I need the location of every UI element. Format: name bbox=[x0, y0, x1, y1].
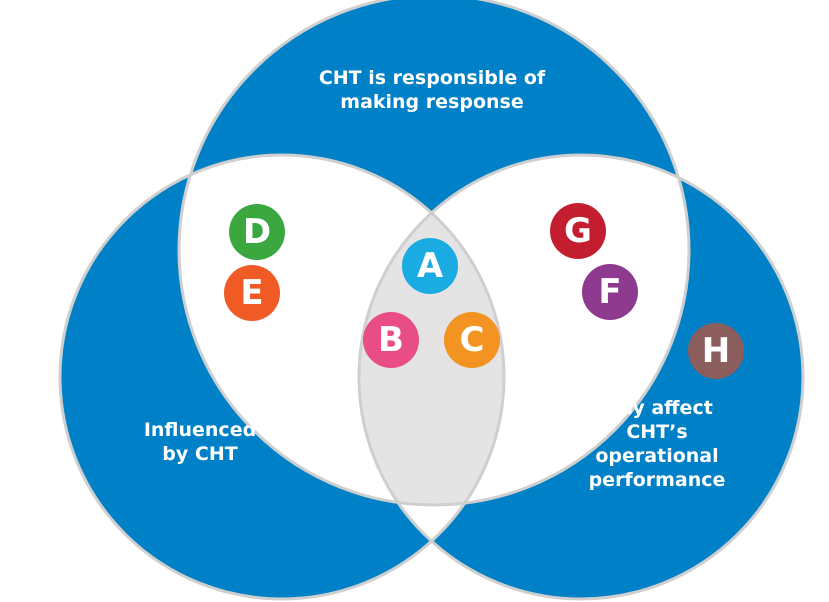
set-label-right-line-3: operational bbox=[595, 445, 719, 467]
set-label-right-line-4: performance bbox=[588, 469, 726, 491]
set-label-right-line-2: CHT’s bbox=[626, 421, 688, 443]
set-label-top: CHT is responsible of making response bbox=[282, 66, 582, 114]
set-label-right-line-1: May affect bbox=[601, 397, 713, 419]
marker-d: D bbox=[229, 204, 285, 260]
intersection-all-three bbox=[359, 155, 504, 505]
marker-b: B bbox=[363, 312, 419, 368]
marker-h: H bbox=[688, 323, 744, 379]
set-label-right: May affect CHT’s operational performance bbox=[572, 396, 742, 492]
marker-f: F bbox=[582, 264, 638, 320]
outline-top bbox=[177, 0, 691, 507]
outline-left bbox=[58, 153, 506, 601]
outline-right bbox=[357, 153, 805, 601]
set-label-left-line-2: by CHT bbox=[162, 443, 238, 465]
set-label-top-line-2: making response bbox=[340, 91, 524, 113]
marker-g: G bbox=[550, 203, 606, 259]
marker-a: A bbox=[402, 238, 458, 294]
set-label-top-line-1: CHT is responsible of bbox=[318, 67, 546, 89]
set-label-left-line-1: Influenced bbox=[143, 419, 257, 441]
marker-e: E bbox=[224, 265, 280, 321]
set-label-left: Influenced by CHT bbox=[120, 418, 280, 466]
marker-c: C bbox=[444, 312, 500, 368]
